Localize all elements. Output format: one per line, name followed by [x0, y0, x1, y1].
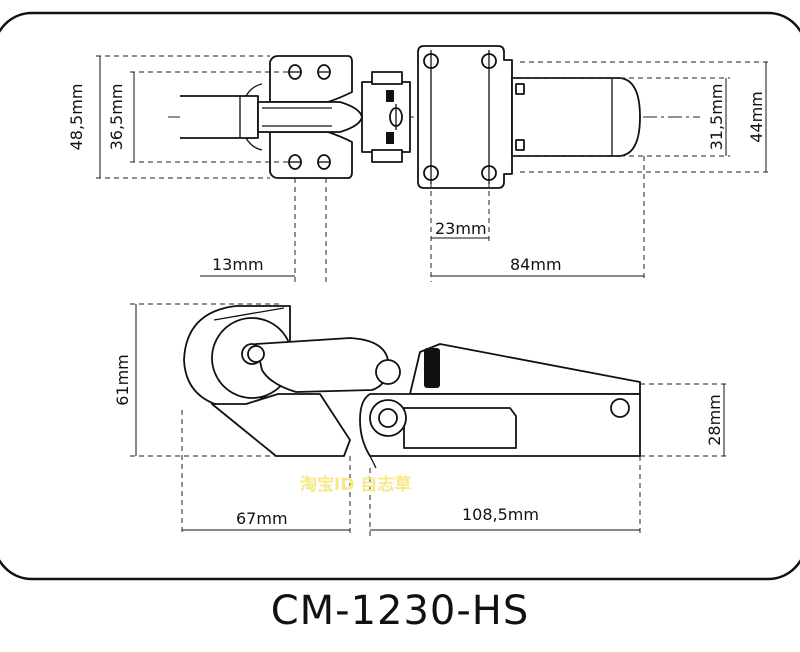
pivot-pin-top: [371, 71, 403, 85]
dim-base-length: 84mm: [510, 255, 562, 274]
top-view-linkage: [257, 101, 363, 133]
pivot-latch-mark: [386, 90, 394, 102]
top-view-upper-mount: [269, 55, 353, 103]
model-code-title: CM-1230-HS: [270, 588, 530, 634]
dim-mount-spacing: 13mm: [212, 255, 264, 274]
side-view: [183, 305, 641, 469]
top-view-dimensions: [96, 55, 770, 282]
link-pin: [375, 359, 401, 385]
link-pin: [247, 345, 265, 363]
drawing-frame: [0, 11, 800, 581]
pivot-pin-bottom: [371, 149, 403, 163]
top-view-lower-mount: [269, 131, 353, 179]
side-view-dimensions: [130, 303, 730, 536]
side-view-base-hole: [610, 398, 630, 418]
side-view-clamp-arm: [211, 393, 351, 457]
side-view-pivot-pin: [378, 408, 398, 428]
dim-hole-offset: 23mm: [435, 219, 487, 238]
watermark-text: 淘宝ID 自志草: [300, 474, 411, 495]
top-view-handle: [180, 95, 259, 139]
dim-side-height: 61mm: [113, 354, 132, 406]
side-view-link-arm: [255, 337, 390, 393]
dim-overall-height: 48,5mm: [67, 84, 86, 151]
dim-right-inner: 31,5mm: [707, 84, 726, 151]
top-view: [168, 45, 700, 189]
side-view-base-window: [403, 407, 517, 449]
pivot-latch-mark: [386, 132, 394, 144]
top-view-body: [511, 77, 641, 157]
side-view-lever: [409, 343, 641, 395]
dim-base-height: 28mm: [705, 394, 724, 446]
dim-right-length: 108,5mm: [462, 505, 539, 524]
lever-grip-black: [424, 348, 440, 388]
dim-left-length: 67mm: [236, 509, 288, 528]
dim-inner-height: 36,5mm: [107, 84, 126, 151]
dim-right-outer: 44mm: [747, 91, 766, 143]
